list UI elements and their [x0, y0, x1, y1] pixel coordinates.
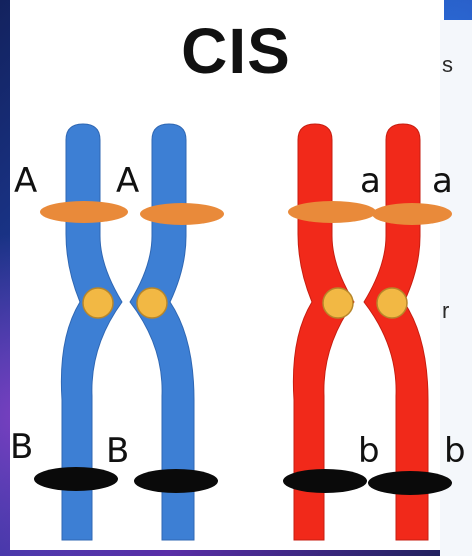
gene-band-a-1: [288, 201, 376, 223]
allele-label-B-right: B: [106, 431, 129, 471]
allele-label-b-left: b: [358, 431, 380, 471]
allele-label-A-right: A: [116, 161, 139, 201]
centromere-left-1: [83, 288, 113, 318]
allele-label-B-left: B: [10, 427, 33, 467]
allele-label-A-left: A: [14, 161, 37, 201]
centromere-left-2: [137, 288, 167, 318]
right-chromosome-pair: a a b b: [283, 124, 466, 540]
centromere-right-1: [323, 288, 353, 318]
gene-band-A-2: [140, 203, 224, 225]
left-chromosome-pair: A A B B: [10, 124, 224, 540]
allele-label-b-right: b: [444, 431, 466, 471]
gene-band-b-2: [368, 471, 452, 495]
allele-label-a-right: a: [432, 161, 453, 201]
gene-band-a-2: [372, 203, 452, 225]
gene-band-A-1: [40, 201, 128, 223]
gene-band-B-2: [134, 469, 218, 493]
centromere-right-2: [377, 288, 407, 318]
allele-label-a-left: a: [360, 161, 381, 201]
gene-band-b-1: [283, 469, 367, 493]
